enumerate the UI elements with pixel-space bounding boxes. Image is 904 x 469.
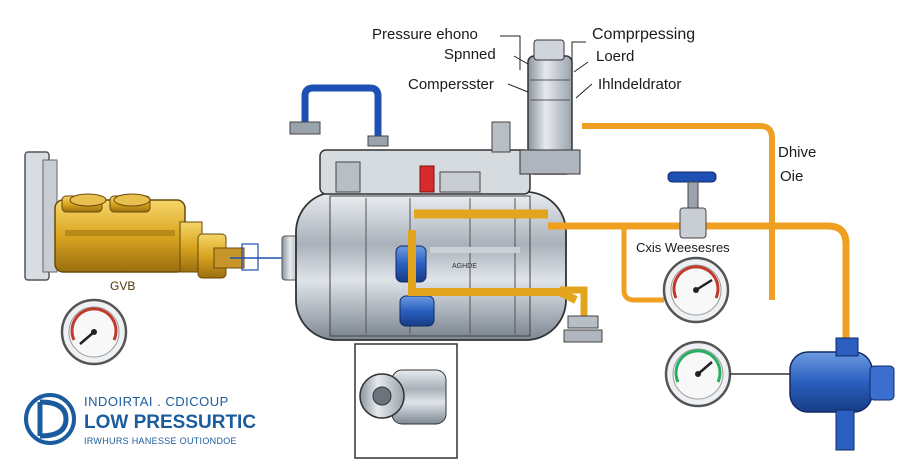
inset-detail (354, 343, 458, 459)
logo-line2: LOW PRESSURTIC (84, 412, 257, 433)
orange-pipe-network (548, 123, 850, 356)
label-spnned: Spnned (444, 46, 496, 63)
mid-pressure-gauge (662, 256, 730, 324)
indicator-cylinder (491, 39, 581, 175)
label-compressing: Comprpessing (592, 26, 696, 43)
shaft-coupling (230, 235, 303, 281)
label-compersster: Compersster (408, 76, 494, 93)
label-drive: Dhive (778, 144, 817, 161)
label-ohe: Oie (780, 168, 804, 185)
label-loerd: Loerd (596, 48, 635, 65)
blue-valve (667, 171, 717, 239)
label-gauge: Cxis Weesesres (636, 240, 730, 255)
main-compressor: AGHDE (295, 149, 578, 341)
svg-text:GVB: GVB (110, 279, 135, 293)
blue-inlet-pipe (289, 84, 389, 147)
svg-text:AGHDE: AGHDE (452, 263, 477, 270)
left-pressure-gauge (60, 298, 128, 366)
blue-pump (789, 337, 895, 451)
label-indicator: Ihlndeldrator (598, 76, 682, 93)
logo-line3: IRWHURS HANESSE OUTIONDOE (84, 436, 237, 446)
leader-lines (500, 35, 593, 99)
lower-pressure-gauge (664, 340, 790, 408)
label-pressure: Pressure ehono (372, 26, 478, 43)
brass-pump-assembly: GVB (24, 151, 245, 293)
logo-emblem (24, 393, 76, 445)
logo-line1: INDOIRTAI . CDICOUP (84, 394, 229, 409)
